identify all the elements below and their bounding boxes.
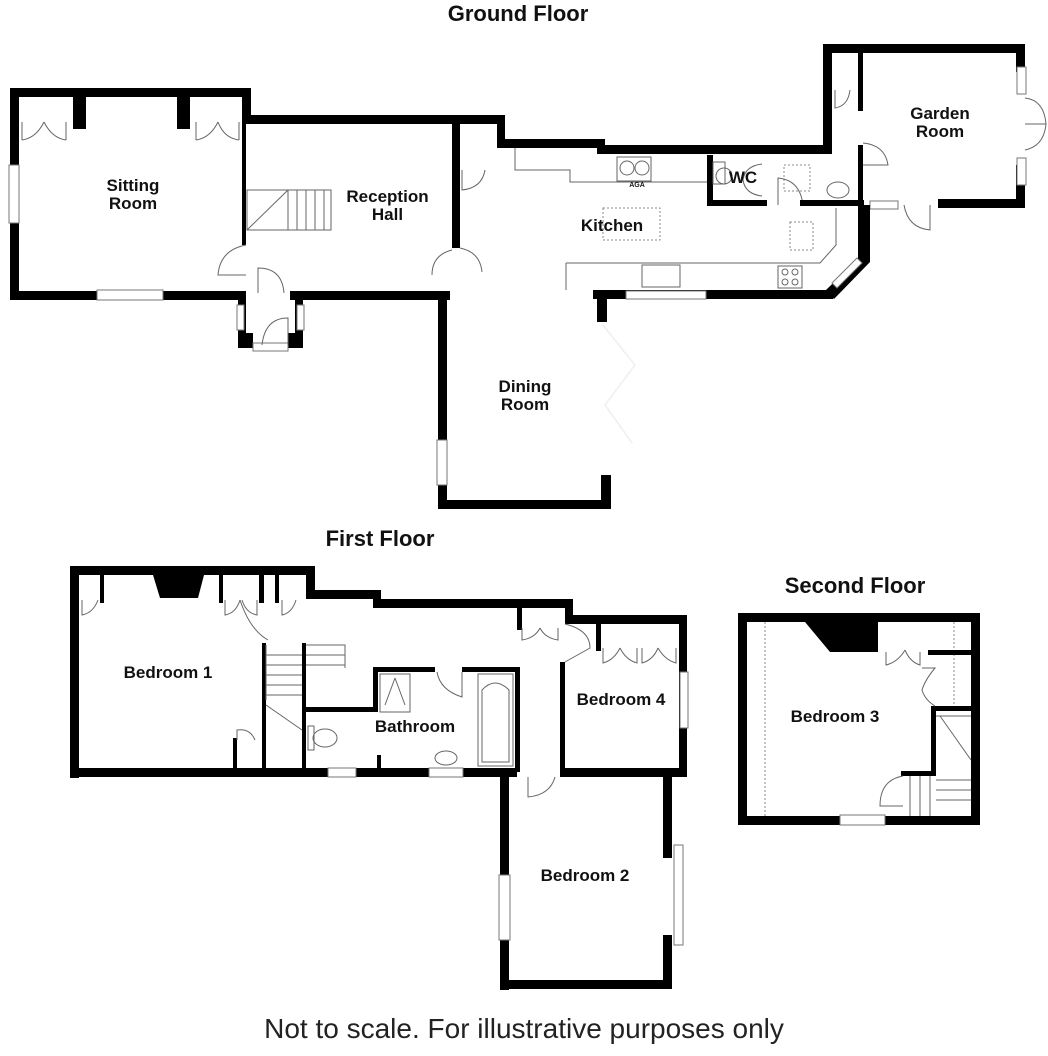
room-label-bathroom: Bathroom <box>374 717 456 736</box>
room-label-dining-room: Dining Room <box>498 377 552 414</box>
room-label-reception-hall: Reception Hall <box>346 187 429 224</box>
second-floor-plan <box>738 613 980 826</box>
second-floor-title: Second Floor <box>784 573 926 598</box>
ground-floor-plan <box>8 44 1047 509</box>
room-label-bedroom-1: Bedroom 1 <box>123 663 213 682</box>
room-label-bedroom-4: Bedroom 4 <box>576 690 666 709</box>
room-label-bedroom-2: Bedroom 2 <box>540 866 630 885</box>
first-floor-title: First Floor <box>325 526 435 551</box>
room-label-kitchen: Kitchen <box>580 216 644 235</box>
scale-disclaimer: Not to scale. For illustrative purposes … <box>264 1013 784 1044</box>
aga-cooker-label: AGA <box>629 182 645 189</box>
ground-floor-title: Ground Floor <box>447 1 589 26</box>
room-label-bedroom-3: Bedroom 3 <box>790 707 880 726</box>
room-label-wc: WC <box>728 168 758 187</box>
first-floor-plan <box>70 566 689 990</box>
room-label-garden-room: Garden Room <box>910 104 970 141</box>
room-label-sitting-room: Sitting Room <box>106 176 160 213</box>
